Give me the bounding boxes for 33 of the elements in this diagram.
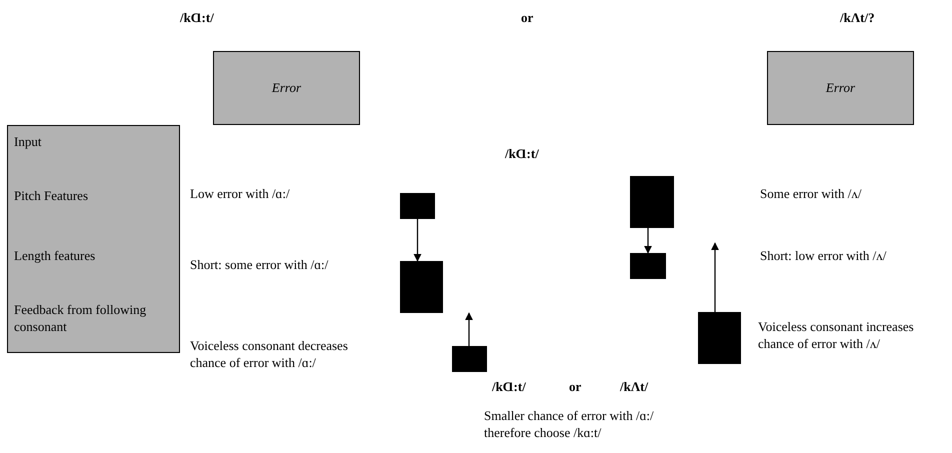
- block: [400, 193, 435, 219]
- connective: or: [569, 379, 582, 396]
- phonetic-form: /kΛt/?: [840, 10, 875, 27]
- block: [452, 346, 487, 372]
- note: Some error with /ʌ/: [760, 186, 862, 203]
- error-label: Error: [272, 80, 302, 96]
- arrow: [711, 242, 719, 312]
- category-label: Length features: [14, 248, 96, 265]
- note: Short: some error with /ɑ:/: [190, 257, 328, 274]
- phonetic-form: /kⱭ:t/: [505, 146, 539, 163]
- note: Low error with /ɑ:/: [190, 186, 290, 203]
- category-label: Feedback from following consonant: [14, 302, 148, 336]
- phonetic-form: /kΛt/: [620, 379, 648, 396]
- block: [630, 253, 666, 279]
- connective: or: [521, 10, 534, 27]
- block: [630, 176, 674, 228]
- category-label: Pitch Features: [14, 188, 90, 205]
- block: [698, 312, 741, 364]
- arrow: [414, 219, 422, 262]
- error-label: Error: [826, 80, 856, 96]
- arrow: [465, 312, 473, 346]
- phonetic-form: /kⱭ:t/: [492, 379, 526, 396]
- category-label: Input: [14, 134, 42, 151]
- category-panel: [7, 125, 180, 353]
- error-box: [213, 51, 360, 125]
- arrow: [644, 228, 652, 254]
- phonetic-form: /kⱭ:t/: [180, 10, 214, 27]
- note: Smaller chance of error with /ɑ:/ therefore choose /kɑ:t/: [484, 408, 655, 442]
- block: [400, 261, 443, 313]
- error-box: [767, 51, 914, 125]
- note: Short: low error with /ʌ/: [760, 248, 886, 265]
- note: Voiceless consonant increases chance of error with /ʌ/: [758, 319, 915, 353]
- note: Voiceless consonant decreases chance of error with /ɑ:/: [190, 338, 349, 372]
